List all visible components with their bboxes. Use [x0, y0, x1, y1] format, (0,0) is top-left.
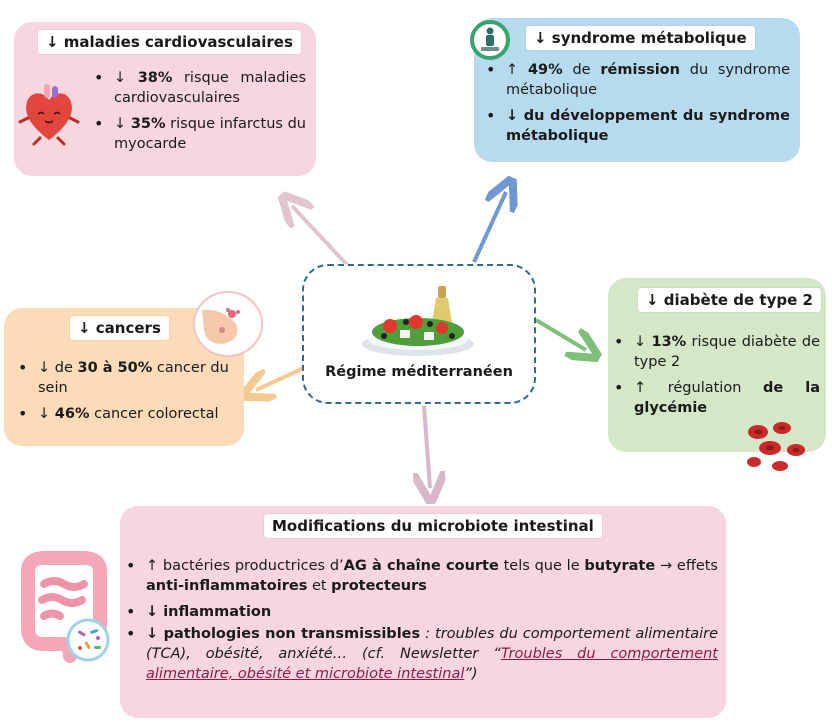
heart-icon [18, 84, 80, 146]
microbiota-bullet-2: ↓ inflammation [124, 602, 718, 622]
microbiota-bullets: ↑ bactéries productrices d’AG à chaîne c… [124, 556, 718, 690]
microbiota-bullet-1: ↑ bactéries productrices d’AG à chaîne c… [124, 556, 718, 596]
person-scale-icon [470, 20, 510, 60]
cardio-bullet-2: ↓ 35% risque infarctus du myocarde [92, 114, 306, 154]
newsletter-link[interactable]: Troubles du comportement alimentaire, ob… [146, 646, 718, 682]
arrow-to-cancer [256, 366, 305, 390]
metabolic-bullet-1: ↑ 49% de rémission du syndrome métaboliq… [484, 60, 790, 100]
diabetes-bullet-1: ↓ 13% risque diabète de type 2 [612, 332, 820, 372]
microbiota-title: Modifications du microbiote intestinal [264, 514, 602, 538]
metabolic-bullets: ↑ 49% de rémission du syndrome métaboliq… [484, 60, 790, 152]
microbiota-bullet-3: ↓ pathologies non transmissibles : troub… [124, 624, 718, 684]
cancer-bullets: ↓ de 30 à 50% cancer du sein ↓ 46% cance… [16, 358, 242, 430]
salad-icon [362, 286, 474, 356]
breast-icon [193, 291, 263, 357]
metabolic-title: ↓ syndrome métabolique [526, 26, 755, 50]
diabetes-box: ↓ diabète de type 2 ↓ 13% risque diabète… [608, 278, 826, 452]
center-box: Régime méditerranéen [302, 264, 536, 404]
arrow-to-cardio [292, 206, 352, 270]
arrow-to-micro [424, 405, 430, 488]
metabolic-bullet-2: ↓ du développement du syndrome métaboliq… [484, 106, 790, 146]
cancer-box: ↓ cancers ↓ de 30 à 50% cancer du sein ↓… [4, 308, 244, 446]
cardio-bullet-1: ↓ 38% risque maladies cardiovasculaires [92, 68, 306, 108]
arrow-to-diab [534, 318, 586, 350]
microbiota-box: Modifications du microbiote intestinal ↑… [120, 506, 726, 718]
cancer-title: ↓ cancers [70, 316, 169, 340]
blood-cells-icon [747, 422, 805, 471]
metabolic-box: ↓ syndrome métabolique ↑ 49% de rémissio… [474, 18, 800, 162]
diabetes-bullet-2: ↑ régulation de la glycémie [612, 378, 820, 418]
cancer-bullet-1: ↓ de 30 à 50% cancer du sein [16, 358, 242, 398]
diabetes-title: ↓ diabète de type 2 [638, 288, 821, 312]
cancer-bullet-2: ↓ 46% cancer colorectal [16, 404, 242, 424]
arrow-to-meta [472, 192, 506, 263]
center-label: Régime méditerranéen [325, 364, 513, 380]
intestine-icon [21, 551, 110, 663]
cardio-title: ↓ maladies cardiovasculaires [38, 30, 301, 54]
cardio-bullets: ↓ 38% risque maladies cardiovasculaires … [92, 68, 306, 160]
diabetes-bullets: ↓ 13% risque diabète de type 2 ↑ régulat… [612, 332, 820, 424]
